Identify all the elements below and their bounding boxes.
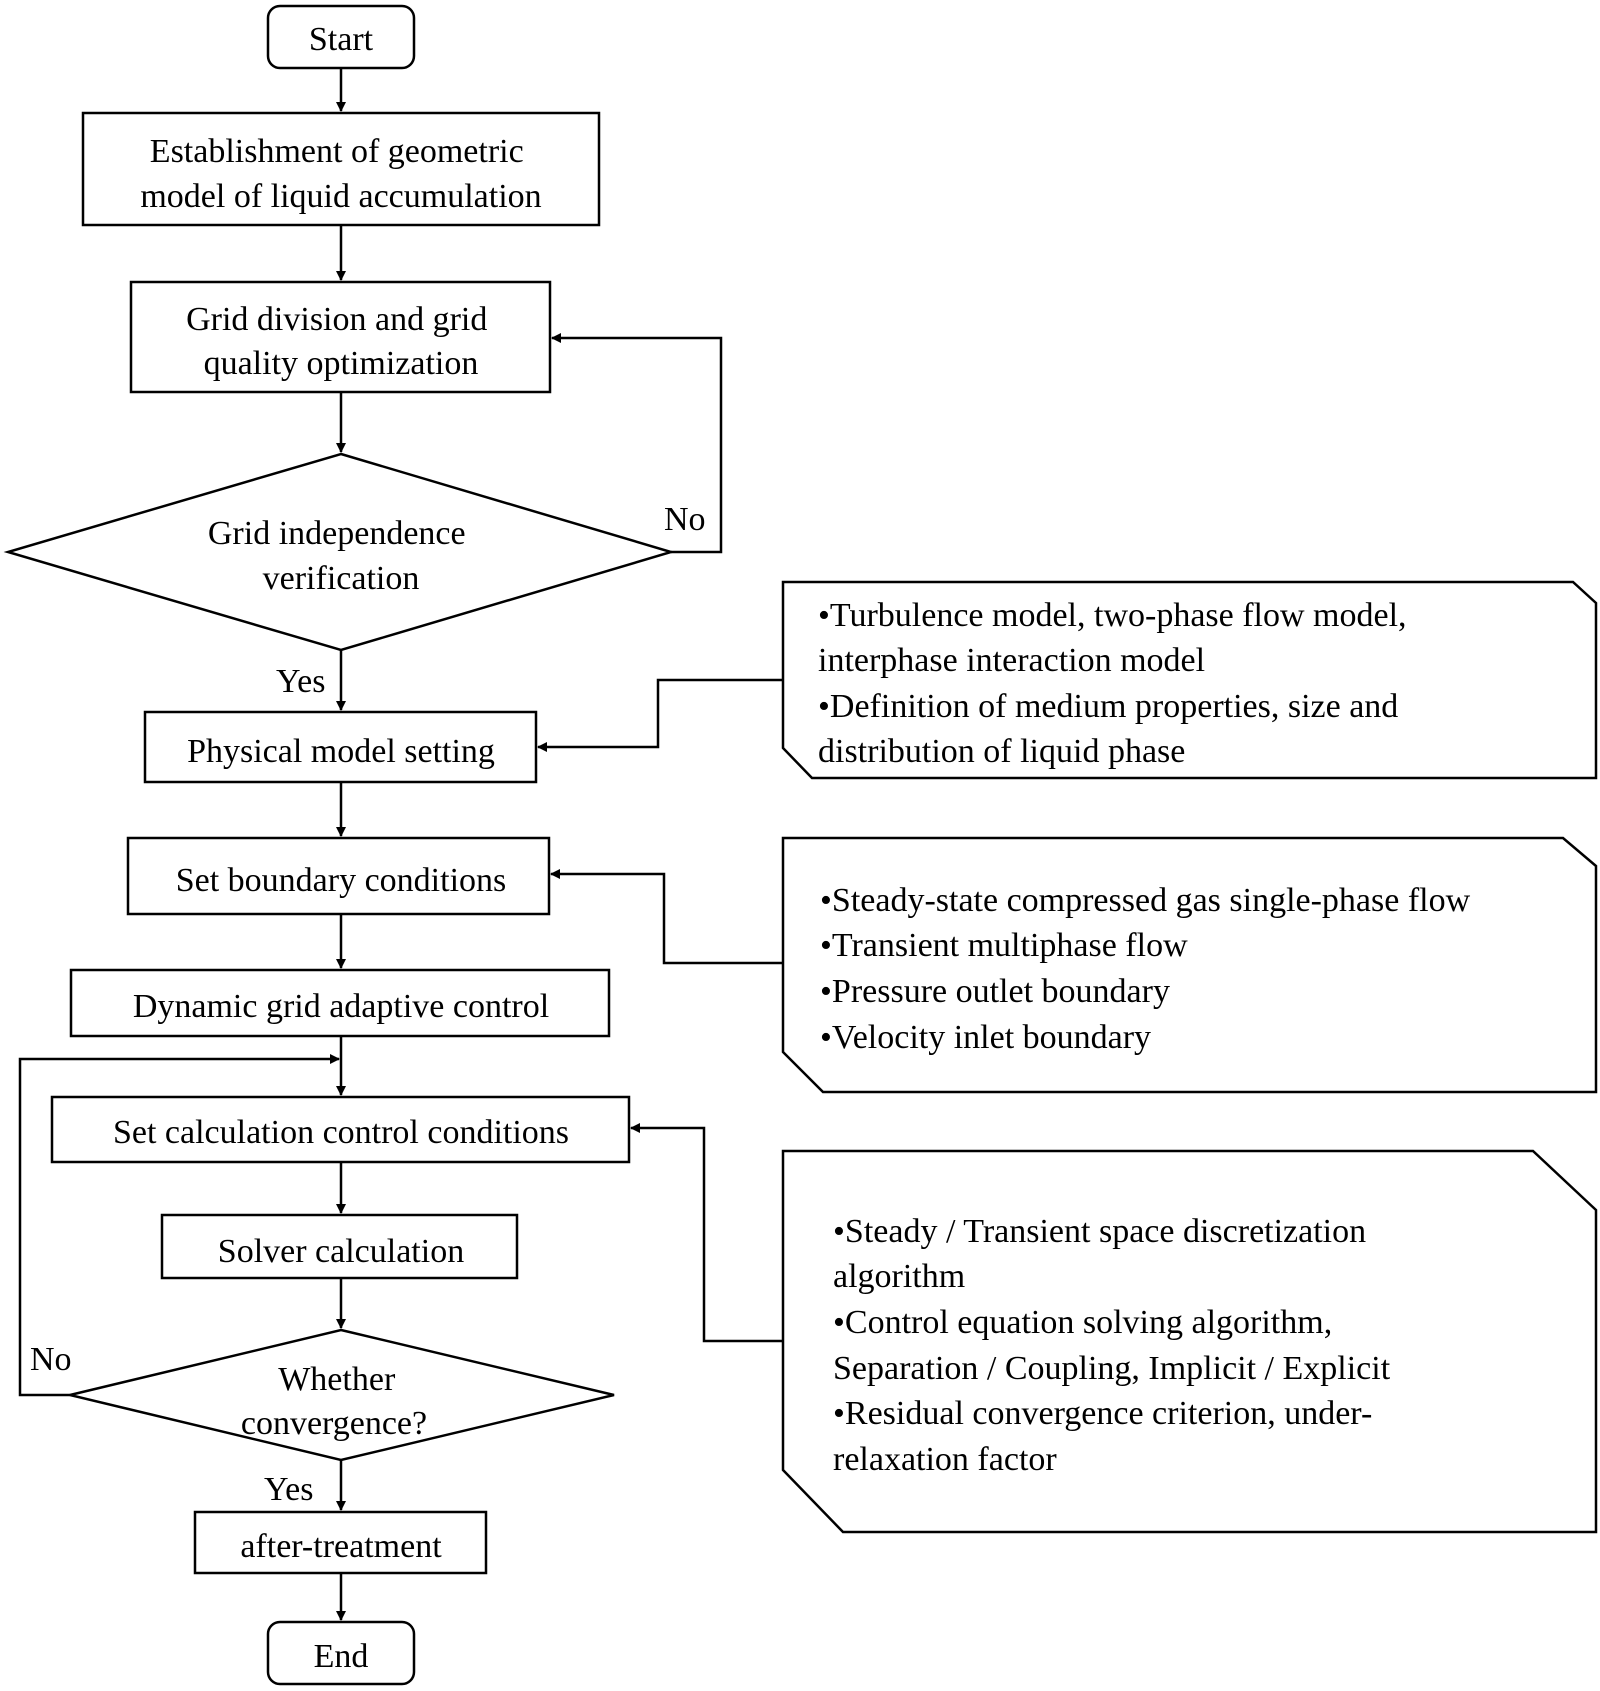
svg-text:Set boundary conditions: Set boundary conditions — [176, 862, 507, 899]
boundary-note-line-4: •Velocity inlet boundary — [820, 1019, 1151, 1056]
boundary-note-line-3: •Pressure outlet boundary — [820, 973, 1170, 1010]
convergence-line-2: convergence? — [241, 1405, 427, 1442]
svg-text:•Turbulence model, two-phase f: •Turbulence model, two-phase flow model,… — [818, 597, 1415, 770]
calc-note-line-1: •Steady / Transient space discretization — [833, 1213, 1366, 1250]
svg-text:Solver calculation: Solver calculation — [218, 1233, 464, 1270]
physical-model-box: Physical model setting — [143, 710, 538, 784]
svg-text:Establishment of geometric: Establishment of geometric model of liqu… — [140, 133, 541, 215]
svg-text:Dynamic grid adaptive control: Dynamic grid adaptive control — [133, 988, 549, 1025]
end-label: End — [314, 1638, 369, 1675]
dynamic-grid-box: Dynamic grid adaptive control — [69, 968, 611, 1038]
calc-note-line-2: algorithm — [833, 1258, 965, 1295]
convergence-yes-label: Yes — [264, 1471, 313, 1508]
grid-division-box: Grid division and grid quality optimizat… — [129, 280, 552, 394]
boundary-note-line-2: •Transient multiphase flow — [820, 927, 1188, 964]
edge-calc-note-connector — [630, 1123, 783, 1343]
svg-text:•Steady / Transient space disc: •Steady / Transient space discretization… — [833, 1213, 1399, 1478]
boundary-note-line-1: •Steady-state compressed gas single-phas… — [820, 882, 1471, 919]
grid-yes-label: Yes — [276, 663, 325, 700]
physical-note-line-4: distribution of liquid phase — [818, 733, 1185, 770]
edges — [18, 68, 783, 1621]
convergence-line-1: Whether — [278, 1361, 396, 1398]
physical-note-line-2: interphase interaction model — [818, 642, 1205, 679]
grid-no-label: No — [664, 501, 706, 538]
start-node: Start — [266, 4, 416, 70]
physical-model-label: Physical model setting — [187, 733, 495, 770]
calc-control-box: Set calculation control conditions — [50, 1095, 631, 1164]
svg-text:Whether convergence?: Whether convergence? — [241, 1361, 427, 1442]
calc-note-line-3: •Control equation solving algorithm, — [833, 1304, 1332, 1341]
boundary-conditions-label: Set boundary conditions — [176, 862, 507, 899]
svg-text:End: End — [314, 1638, 369, 1675]
edge-decision-no-loop — [551, 333, 723, 554]
geometric-model-box: Establishment of geometric model of liqu… — [81, 111, 601, 227]
calc-control-note: •Steady / Transient space discretization… — [781, 1149, 1598, 1534]
svg-text:Set calculation control condit: Set calculation control conditions — [113, 1114, 569, 1151]
edge-convergence-no-loop — [18, 1054, 340, 1397]
svg-text:Grid division and grid q: Grid division and grid quality optimizat… — [186, 301, 496, 382]
svg-text:after-treatment: after-treatment — [240, 1528, 442, 1565]
solver-box: Solver calculation — [160, 1213, 519, 1280]
calc-control-label: Set calculation control conditions — [113, 1114, 569, 1151]
svg-text:Grid independence verifi: Grid independence verification — [208, 515, 474, 597]
calc-note-line-4: Separation / Coupling, Implicit / Explic… — [833, 1350, 1391, 1387]
physical-note-line-1: •Turbulence model, two-phase flow model, — [818, 597, 1407, 634]
boundary-conditions-box: Set boundary conditions — [126, 836, 551, 916]
after-treatment-box: after-treatment — [193, 1510, 488, 1575]
after-treatment-label: after-treatment — [240, 1528, 442, 1565]
convergence-decision: Whether convergence? — [69, 1328, 615, 1462]
svg-text:Physical model setting: Physical model setting — [187, 733, 495, 770]
grid-division-line-2: quality optimization — [204, 345, 479, 382]
grid-division-line-1: Grid division and grid — [186, 301, 487, 338]
grid-independence-line-1: Grid independence — [208, 515, 466, 552]
svg-text:Start: Start — [309, 21, 374, 58]
calc-note-line-5: •Residual convergence criterion, under- — [833, 1395, 1372, 1432]
dynamic-grid-label: Dynamic grid adaptive control — [133, 988, 549, 1025]
boundary-note: •Steady-state compressed gas single-phas… — [781, 836, 1598, 1094]
physical-model-note: •Turbulence model, two-phase flow model,… — [781, 580, 1598, 780]
svg-text:•Steady-state compressed gas s: •Steady-state compressed gas single-phas… — [820, 882, 1479, 1056]
calc-note-line-6: relaxation factor — [833, 1441, 1057, 1478]
convergence-no-label: No — [30, 1341, 72, 1378]
geometric-model-line-2: model of liquid accumulation — [140, 178, 541, 215]
grid-independence-line-2: verification — [263, 560, 420, 597]
solver-label: Solver calculation — [218, 1233, 464, 1270]
edge-physical-note-connector — [537, 678, 783, 752]
physical-note-line-3: •Definition of medium properties, size a… — [818, 688, 1398, 725]
edge-boundary-note-connector — [550, 869, 783, 965]
grid-independence-decision: Grid independence verification — [3, 452, 676, 652]
end-node: End — [266, 1620, 416, 1686]
geometric-model-line-1: Establishment of geometric — [150, 133, 524, 170]
start-label: Start — [309, 21, 374, 58]
